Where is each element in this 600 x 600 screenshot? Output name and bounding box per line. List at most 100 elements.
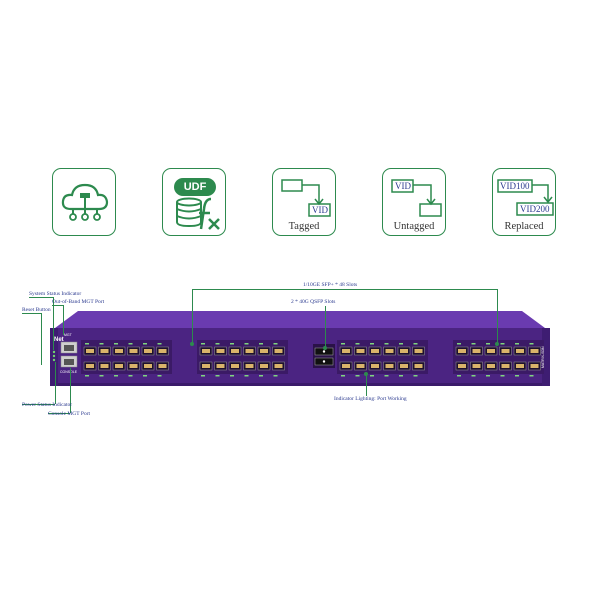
indicator-callout-line	[366, 374, 367, 396]
port-led-bottom-12	[273, 375, 278, 377]
replaced-icon-box: VID100 VID200 Replaced	[492, 168, 556, 236]
sfp-port-contact-35	[414, 349, 423, 353]
port-led-top-7	[201, 343, 205, 345]
oob-line-v	[63, 305, 64, 335]
tagged-vid-label: VID	[312, 205, 328, 215]
port-led-top-21	[486, 343, 490, 345]
port-led-top-17	[399, 343, 403, 345]
sfp-port-contact-46	[516, 364, 524, 368]
sfp-bracket-dot-right	[495, 342, 499, 346]
sfp-bracket-top	[192, 289, 498, 290]
indicator-annotation: Indicator Lighting: Port Working	[334, 396, 407, 402]
tagged-caption: Tagged	[288, 221, 320, 232]
power-status-annotation: Power Status Indicator	[22, 402, 73, 408]
port-led-top-16	[384, 343, 389, 345]
console-mgt-annotation: Console MGT Port	[48, 411, 91, 417]
console-port-label: CONSOLE	[60, 370, 78, 374]
sfp-port-contact-27	[356, 349, 365, 353]
udf-function-icon-box: UDF	[162, 168, 226, 236]
port-led-bottom-11	[259, 375, 263, 377]
qsfp-callout-dot	[323, 346, 327, 350]
port-led-top-10	[244, 343, 249, 345]
sfp-port-contact-24	[274, 364, 283, 368]
sfp-label: SFP	[35, 364, 42, 368]
model-side-text-left: NT-FTAP-48XE	[36, 329, 40, 354]
sfp-port-contact-41	[487, 349, 495, 353]
qsfp-callout-line	[325, 306, 326, 348]
sfp-port-contact-45	[516, 349, 524, 353]
port-led-top-18	[413, 343, 418, 345]
port-led-top-19	[457, 343, 461, 345]
untagged-caption: Untagged	[393, 221, 435, 232]
reset-annotation: Reset Button	[22, 307, 51, 313]
port-led-bottom-7	[201, 375, 205, 377]
sfp-port-contact-19	[245, 349, 254, 353]
port-led-top-12	[273, 343, 278, 345]
sfp-port-contact-16	[216, 364, 225, 368]
oob-mgt-annotation: Out-of-Band MGT Port	[52, 299, 105, 305]
model-side-text-right: MATRIX-SDN	[541, 346, 545, 368]
sfp-port-contact-44	[501, 364, 510, 368]
oob-line-h	[52, 305, 63, 306]
port-led-bottom-14	[355, 375, 360, 377]
reset-button	[40, 364, 44, 368]
port-led-top-5	[143, 343, 147, 345]
replaced-vid-from: VID100	[500, 181, 530, 191]
port-led-bottom-8	[215, 375, 220, 377]
power-status-line-v	[55, 362, 56, 404]
port-led-top-8	[215, 343, 220, 345]
sfp-port-contact-48	[530, 364, 539, 368]
rj45-mgt-ports	[60, 341, 78, 368]
sfp-port-contact-11	[158, 349, 167, 353]
port-led-bottom-1	[85, 375, 89, 377]
sfp-port-contact-12	[158, 364, 167, 368]
sfp-port-contact-32	[385, 364, 394, 368]
sfp-slots-annotation: 1/10GE SFP+ * 48 Slots	[303, 282, 358, 288]
chassis-top-surface	[55, 311, 545, 328]
port-led-bottom-4	[128, 375, 133, 377]
port-led-top-20	[471, 343, 476, 345]
sfp-port-contact-1	[86, 349, 94, 353]
sfp-port-contact-15	[216, 349, 225, 353]
port-led-top-6	[157, 343, 162, 345]
tagged-icon	[281, 179, 331, 217]
sfp-port-contact-23	[274, 349, 283, 353]
untagged-vid-label: VID	[395, 181, 411, 191]
port-led-bottom-5	[143, 375, 147, 377]
console-line-h	[48, 413, 70, 414]
sfp-port-contact-4	[100, 364, 109, 368]
port-led-top-24	[529, 343, 534, 345]
untagged-icon	[391, 179, 442, 217]
port-led-top-2	[99, 343, 104, 345]
port-led-top-9	[230, 343, 234, 345]
port-led-bottom-16	[384, 375, 389, 377]
sfp-bracket-dot-left	[190, 342, 194, 346]
sfp-port-contact-7	[129, 349, 138, 353]
system-status-annotation: System Status Indicator	[29, 291, 82, 297]
sfp-port-contact-47	[530, 349, 539, 353]
sfp-port-contact-26	[342, 364, 350, 368]
qsfp-led-2	[322, 360, 326, 363]
port-led-bottom-15	[370, 375, 374, 377]
sfp-port-contact-21	[260, 349, 268, 353]
qsfp-led-1	[322, 350, 326, 353]
port-led-top-1	[85, 343, 89, 345]
cloud-network-icon	[61, 183, 109, 221]
sfp-port-contact-6	[115, 364, 123, 368]
port-led-bottom-22	[500, 375, 505, 377]
sfp-port-contact-14	[202, 364, 210, 368]
sfp-port-contact-28	[356, 364, 365, 368]
port-led-top-14	[355, 343, 360, 345]
port-led-bottom-6	[157, 375, 162, 377]
sfp-port-contact-31	[385, 349, 394, 353]
sfp-port-contact-18	[231, 364, 239, 368]
sfp-port-contact-36	[414, 364, 423, 368]
udf-label: UDF	[183, 181, 207, 193]
port-led-bottom-18	[413, 375, 418, 377]
brand-logo: Net	[54, 337, 64, 343]
reset-line-h	[22, 313, 41, 314]
sfp-port-contact-30	[371, 364, 379, 368]
port-led-top-22	[500, 343, 505, 345]
port-led-bottom-9	[230, 375, 234, 377]
